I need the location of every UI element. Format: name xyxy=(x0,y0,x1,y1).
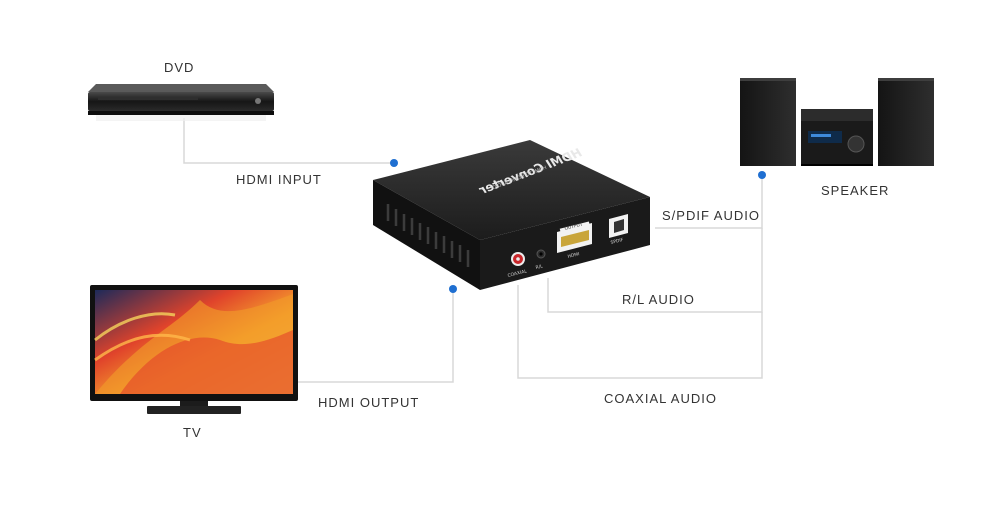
dvd-player-icon xyxy=(88,84,274,121)
port-label-output: OUTPUT xyxy=(564,222,583,232)
coaxial-audio-label: COAXIAL AUDIO xyxy=(604,391,717,406)
speaker-label: SPEAKER xyxy=(821,183,890,198)
port-label-coaxial: COAXIAL xyxy=(507,268,528,279)
port-label-rl: R/L xyxy=(535,263,544,271)
port-label-spdif: SPDIF xyxy=(610,237,624,246)
port-label-hdmi: HDMI xyxy=(567,251,580,260)
rl-audio-label: R/L AUDIO xyxy=(622,292,695,307)
rl-audio-jack xyxy=(536,249,546,259)
spdif-port xyxy=(609,214,628,238)
hdmi-input-dot xyxy=(390,159,398,167)
vent-slots xyxy=(386,204,470,267)
hdmi-output-port xyxy=(557,221,592,253)
hdmi-output-label: HDMI OUTPUT xyxy=(318,395,420,410)
rl-audio-line xyxy=(547,228,763,313)
dvd-label: DVD xyxy=(164,60,195,75)
connection-dots xyxy=(390,159,766,293)
hdmi-output-line xyxy=(298,289,454,383)
speaker-system-icon xyxy=(740,78,934,166)
connection-lines xyxy=(183,118,763,383)
hdmi-converter-box: HDMI Converter HDMI TO HDMI+AUDIO C xyxy=(373,140,650,290)
coaxial-port xyxy=(511,252,525,266)
hdmi-input-label: HDMI INPUT xyxy=(236,172,322,187)
spdif-audio-label: S/PDIF AUDIO xyxy=(662,208,760,223)
coaxial-audio-line xyxy=(517,285,763,379)
hdmi-input-line xyxy=(183,118,394,164)
speaker-dot xyxy=(758,171,766,179)
tv-label: TV xyxy=(183,425,202,440)
tv-icon xyxy=(90,285,298,414)
hdmi-output-dot xyxy=(449,285,457,293)
